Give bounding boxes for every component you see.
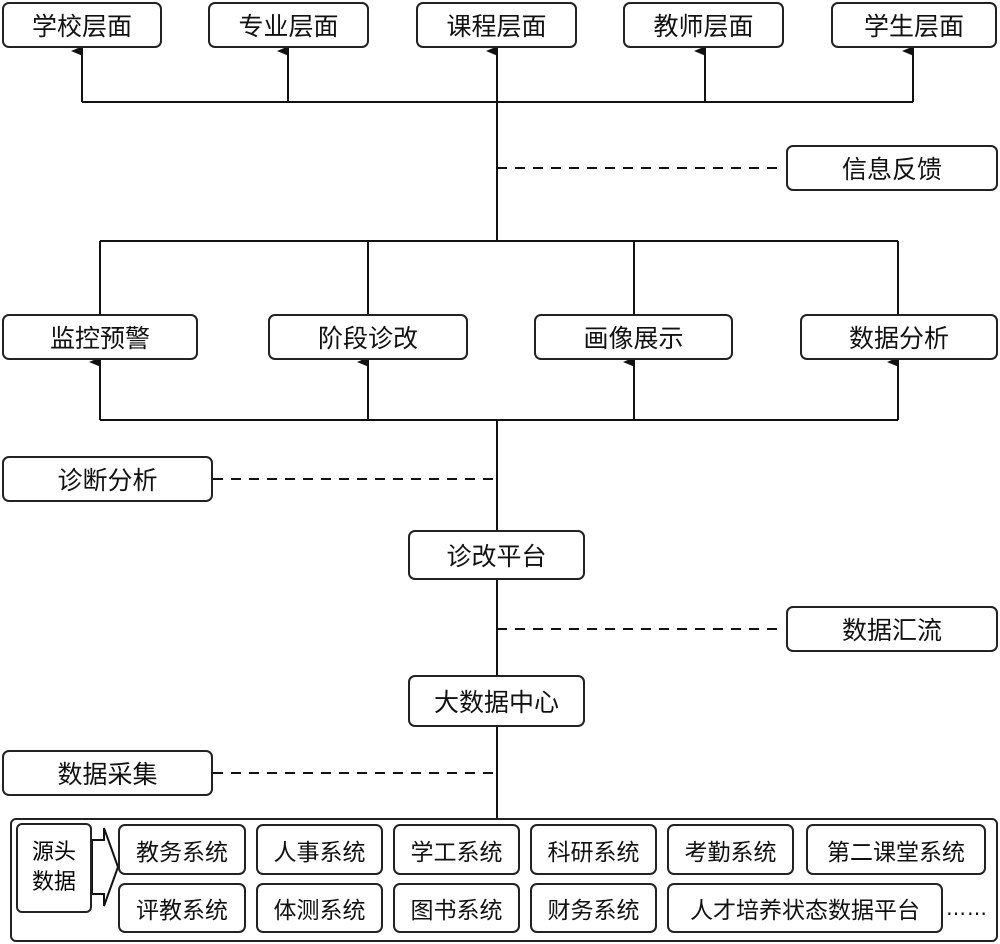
function-data-analysis: 数据分析 (800, 314, 998, 360)
function-portrait-display: 画像展示 (534, 314, 733, 360)
system-finance: 财务系统 (530, 883, 657, 933)
source-data-label: 源头 数据 (16, 823, 92, 913)
feedback-label: 信息反馈 (786, 145, 998, 191)
system-research: 科研系统 (530, 824, 657, 875)
level-school: 学校层面 (2, 2, 162, 48)
level-course: 课程层面 (416, 2, 577, 48)
system-talent-training-platform: 人才培养状态数据平台 (667, 883, 943, 933)
more-systems-ellipsis: …… (946, 896, 988, 920)
system-second-classroom: 第二课堂系统 (806, 824, 986, 875)
system-attendance: 考勤系统 (667, 824, 794, 875)
level-teacher: 教师层面 (623, 2, 784, 48)
system-personnel: 人事系统 (256, 824, 383, 875)
system-student-affairs: 学工系统 (393, 824, 520, 875)
level-major: 专业层面 (208, 2, 369, 48)
system-library: 图书系统 (393, 883, 520, 933)
level-student: 学生层面 (831, 2, 997, 48)
function-monitoring-warning: 监控预警 (2, 314, 198, 360)
source-data-line2: 数据 (31, 870, 76, 895)
diagnosis-platform: 诊改平台 (408, 530, 585, 580)
system-academic-affairs: 教务系统 (118, 824, 246, 875)
data-collection-label: 数据采集 (2, 750, 213, 796)
data-aggregation-label: 数据汇流 (786, 606, 998, 652)
diagnosis-analysis-label: 诊断分析 (2, 456, 213, 502)
source-data-line1: 源头 (31, 840, 76, 865)
function-stage-diagnosis: 阶段诊改 (268, 314, 468, 360)
system-physical-test: 体测系统 (256, 883, 383, 933)
system-teaching-evaluation: 评教系统 (118, 883, 246, 933)
source-systems-container (10, 818, 998, 942)
big-data-center: 大数据中心 (408, 675, 585, 727)
